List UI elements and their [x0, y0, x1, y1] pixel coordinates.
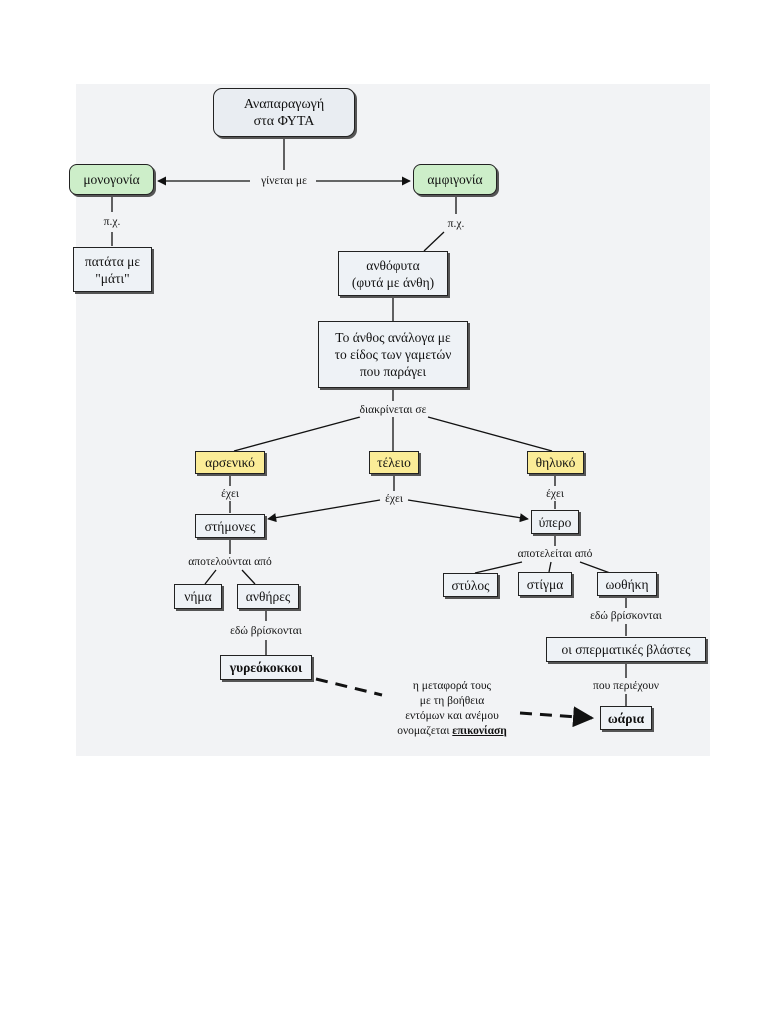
line-to-arseniko: [233, 416, 361, 452]
node-root: Αναπαραγωγή στα ΦΥΤΑ: [213, 88, 355, 137]
node-anthires: ανθήρες: [237, 584, 299, 609]
note-epikonisi: η μεταφορά τους με τη βοήθεια εντόμων κα…: [397, 679, 507, 739]
node-stigma: στίγμα: [518, 572, 572, 596]
node-anthofyta: ανθόφυτα (φυτά με άνθη): [338, 251, 448, 296]
note-line-4-prefix: ονομαζεται: [397, 725, 450, 737]
arrow-exei-ypero: [407, 499, 529, 523]
note-term: επικονίαση: [452, 725, 507, 737]
label-px-left: π.χ.: [103, 215, 121, 229]
note-line-4: ονομαζεται επικονίαση: [397, 724, 507, 739]
node-gyreokokkoi: γυρεόκοκκοι: [220, 655, 312, 680]
node-vlastes: οι σπερματικές βλάστες: [546, 637, 706, 662]
line-px-anthofyta: [423, 231, 445, 252]
line-to-thyliko: [427, 416, 553, 452]
label-edo-left: εδώ βρίσκονται: [230, 624, 302, 638]
dashed-gyreo-note: [315, 677, 383, 697]
node-teleio: τέλειο: [369, 451, 419, 474]
line-label-stylos: [474, 561, 523, 574]
label-apoteleitai: αποτελείται από: [517, 547, 593, 561]
node-anthos: Το άνθος ανάλογα με το είδος των γαμετών…: [318, 321, 468, 388]
node-stylos: στύλος: [443, 573, 498, 597]
label-exei-right: έχει: [546, 487, 564, 501]
node-amfigonia: αμφιγονία: [413, 164, 497, 195]
label-px-right: π.χ.: [447, 217, 465, 231]
line-label-stigma: [548, 561, 552, 573]
node-arseniko: αρσενικό: [195, 451, 265, 474]
note-line-3: εντόμων και ανέμου: [405, 710, 499, 722]
node-patata: πατάτα με "μάτι": [73, 247, 152, 292]
line-label-anthires: [241, 569, 256, 585]
dashed-note-oaria: [519, 706, 595, 728]
label-exei-mid: έχει: [385, 492, 403, 506]
note-line-2: με τη βοήθεια: [419, 695, 485, 707]
node-oaria: ωάρια: [600, 706, 652, 730]
node-ypero: ύπερο: [531, 510, 579, 534]
arrow-exei-stimones: [267, 499, 381, 523]
label-ginetai-me: γίνεται με: [261, 174, 307, 188]
label-edo-right: εδώ βρίσκονται: [590, 609, 662, 623]
line-label-nima: [204, 569, 217, 585]
node-oothiki: ωοθήκη: [597, 572, 657, 596]
label-apoteloyntai: αποτελούνται από: [188, 555, 272, 569]
node-nima: νήμα: [174, 584, 222, 609]
label-exei-left: έχει: [221, 487, 239, 501]
line-label-oothiki: [579, 561, 611, 574]
label-periexoun: που περιέχουν: [593, 679, 659, 693]
node-stimones: στήμονες: [195, 514, 265, 538]
node-monogonia: μονογονία: [69, 164, 154, 195]
label-diakrinetai: διακρίνεται σε: [359, 403, 427, 417]
note-line-1: η μεταφορά τους: [412, 680, 492, 692]
node-thyliko: θηλυκό: [527, 451, 584, 474]
